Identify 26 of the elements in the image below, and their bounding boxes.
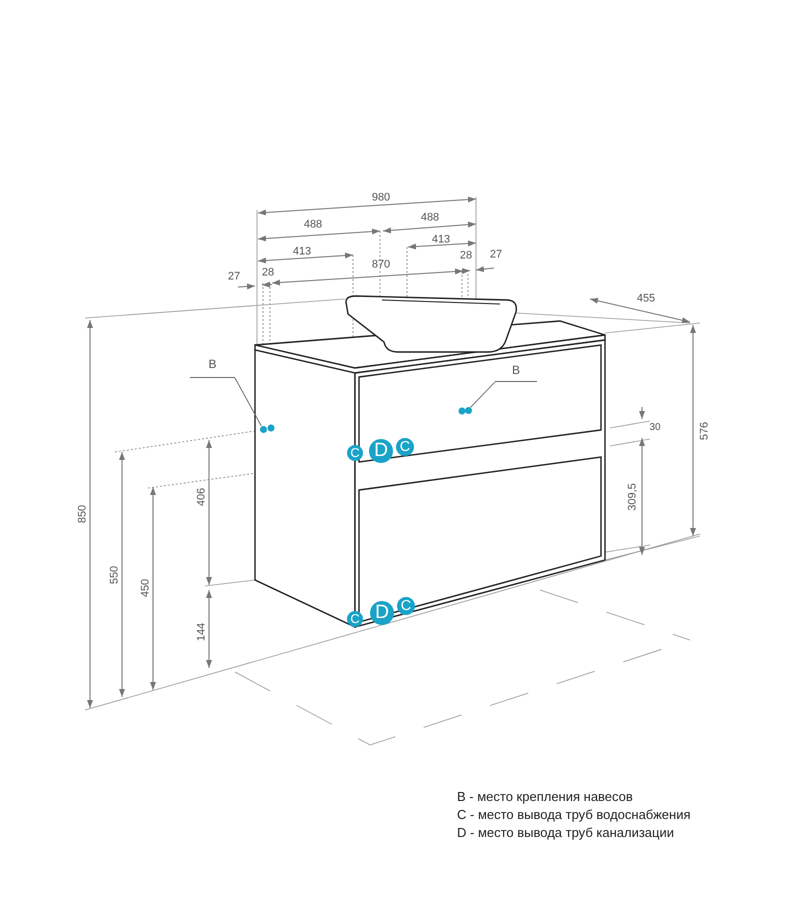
- dimension-value: 406: [196, 488, 208, 506]
- leader-line: [470, 382, 496, 408]
- callout-letter: B: [190, 358, 235, 378]
- dimension-value: 488: [304, 220, 322, 230]
- dimension-value: 850: [78, 504, 88, 524]
- legend-note: C - место вывода труб водоснабжения: [457, 808, 691, 821]
- leader-line: [234, 378, 262, 426]
- dimension-value: 28: [460, 250, 472, 262]
- dimension-value: 450: [140, 578, 152, 598]
- dimension-value: 413: [292, 246, 312, 258]
- dimension-value: 870: [372, 260, 390, 270]
- dimension-value: 144: [196, 622, 208, 642]
- dimension-value: 28: [262, 268, 274, 278]
- dimension-value: 980: [372, 192, 390, 204]
- dimension-value: 488: [420, 212, 440, 224]
- dimension-value: 455: [636, 294, 656, 304]
- legend-note: D - место вывода труб канализации: [457, 826, 674, 839]
- dimension-value: 413: [432, 234, 450, 246]
- legend-note: B - место крепления навесов: [457, 790, 633, 803]
- dimension-value: 27: [490, 250, 502, 260]
- callout-letter: B: [495, 364, 537, 382]
- dimension-value: 30: [649, 423, 661, 433]
- dimension-value: 550: [110, 566, 120, 584]
- dimension-value: 576: [700, 422, 710, 440]
- dimension-value: 27: [228, 272, 240, 282]
- dimension-value: 309,5: [628, 483, 638, 511]
